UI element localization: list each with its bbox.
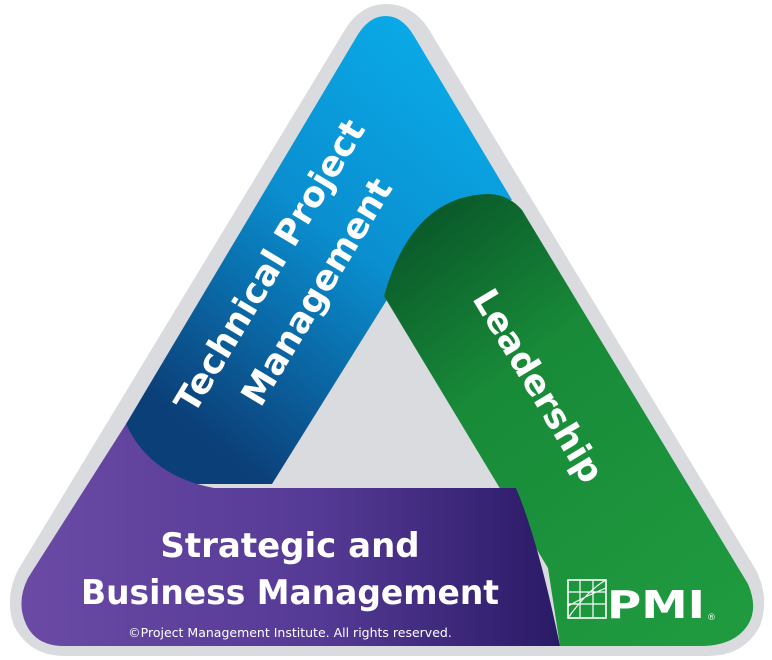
strategic-business-management-band	[21, 424, 561, 646]
leadership-band	[384, 194, 754, 646]
registered-mark: ®	[707, 613, 716, 623]
pmi-logo: PMI ®	[567, 579, 716, 627]
copyright-notice: ©Project Management Institute. All right…	[128, 625, 452, 640]
technical-project-management-band	[126, 16, 512, 484]
globe-icon	[567, 579, 607, 619]
pmi-logo-text: PMI	[607, 583, 705, 627]
strategic-label-line1: Strategic and	[160, 526, 419, 566]
strategic-label-line2: Business Management	[81, 573, 499, 613]
